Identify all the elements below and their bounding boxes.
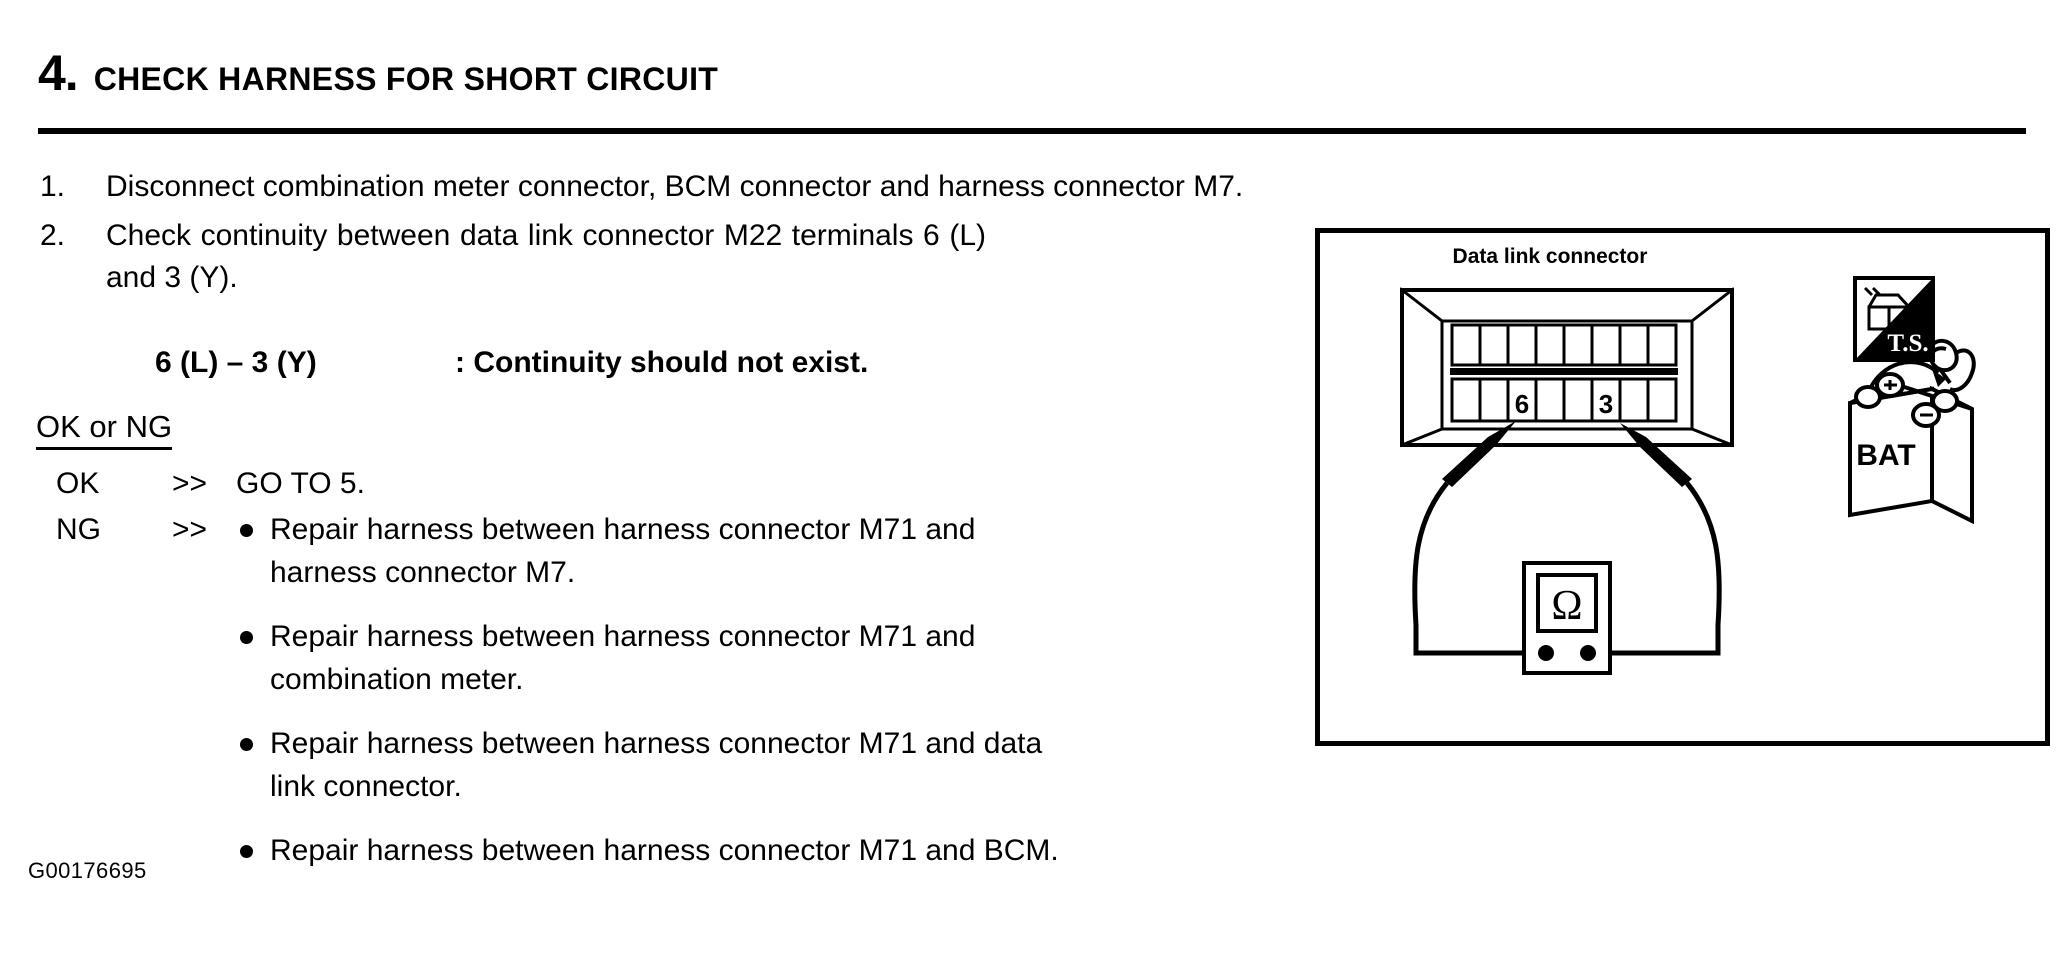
cable-clamp (1932, 369, 1946, 387)
probe-right (1608, 423, 1722, 656)
ohm-symbol: Ω (1551, 583, 1582, 629)
list-item: Repair harness between harness connector… (236, 829, 1060, 873)
meter-jack-right (1580, 645, 1596, 661)
data-link-connector (1400, 286, 1734, 448)
decision-block: OK >> GO TO 5. NG >> Repair harness betw… (56, 462, 1316, 872)
decision-label-ng: NG (56, 512, 101, 546)
battery-icon-label: BAT (1856, 439, 1915, 472)
battery-terminal-marks (1884, 380, 1933, 417)
page-title: CHECK HARNESS FOR SHORT CIRCUIT (93, 61, 719, 97)
ng-action-list: Repair harness between harness connector… (236, 508, 1316, 873)
instruction-item: 1. Disconnect combination meter connecto… (40, 166, 1310, 209)
step-number: 4. (38, 45, 79, 101)
ts-icon-label: T.S. (1887, 330, 1928, 357)
instruction-number: 2. (40, 218, 66, 252)
header-divider (38, 128, 2026, 134)
decision-arrow-ng: >> (172, 512, 208, 546)
ok-or-ng-heading: OK or NG (36, 408, 173, 451)
list-item: Repair harness between harness connector… (236, 508, 1060, 595)
bullet-icon (240, 523, 253, 537)
step-header: 4. CHECK HARNESS FOR SHORT CIRCUIT (38, 48, 718, 98)
decision-row-ng: NG >> Repair harness between harness con… (56, 508, 1316, 873)
instruction-item: 2. Check continuity between data link co… (40, 215, 1310, 300)
list-item-text: Repair harness between harness connector… (270, 726, 1043, 804)
decision-label-ok: OK (56, 467, 100, 500)
probe-left (1412, 421, 1524, 656)
ohmmeter: Ω (1522, 561, 1612, 675)
battery-icon (1848, 372, 1974, 525)
list-item: Repair harness between harness connector… (236, 722, 1060, 809)
instruction-number: 1. (40, 170, 66, 203)
spec-result: : Continuity should not exist. (455, 346, 869, 379)
bullet-icon (240, 737, 253, 751)
decision-row-ok: OK >> GO TO 5. (56, 462, 1316, 506)
bullet-icon (240, 844, 253, 858)
figure-code: G00176695 (28, 858, 147, 883)
list-item-text: Repair harness between harness connector… (270, 512, 976, 590)
connector-divider (1450, 368, 1678, 375)
connector-pin-grid (1450, 323, 1678, 423)
meter-jack-left (1538, 645, 1554, 661)
instruction-list: 1. Disconnect combination meter connecto… (40, 166, 1310, 306)
list-item-text: Repair harness between harness connector… (270, 619, 976, 697)
terminal-label-6: 6 (1515, 389, 1529, 419)
battery-cable (1869, 338, 1976, 392)
illustration-panel: Data link connector (1315, 228, 2050, 746)
instruction-text: Disconnect combination meter connector, … (106, 170, 1244, 203)
decision-arrow-ok: >> (172, 467, 208, 500)
list-item-text: Repair harness between harness connector… (270, 833, 1059, 867)
spec-terminals: 6 (L) – 3 (Y) (155, 346, 317, 379)
bullet-icon (240, 630, 253, 644)
list-item: Repair harness between harness connector… (236, 615, 1060, 702)
continuity-spec: 6 (L) – 3 (Y) : Continuity should not ex… (155, 346, 868, 380)
decision-action-ok: GO TO 5. (236, 467, 365, 500)
connector-caption: Data link connector (1453, 245, 1648, 268)
ts-icon: T.S. (1853, 276, 1935, 362)
terminal-label-3: 3 (1599, 389, 1613, 419)
instruction-text: Check continuity between data link conne… (106, 218, 986, 295)
wiring-test-illustration: Data link connector (1400, 245, 1976, 675)
decision-action-ng: Repair harness between harness connector… (236, 508, 1316, 873)
